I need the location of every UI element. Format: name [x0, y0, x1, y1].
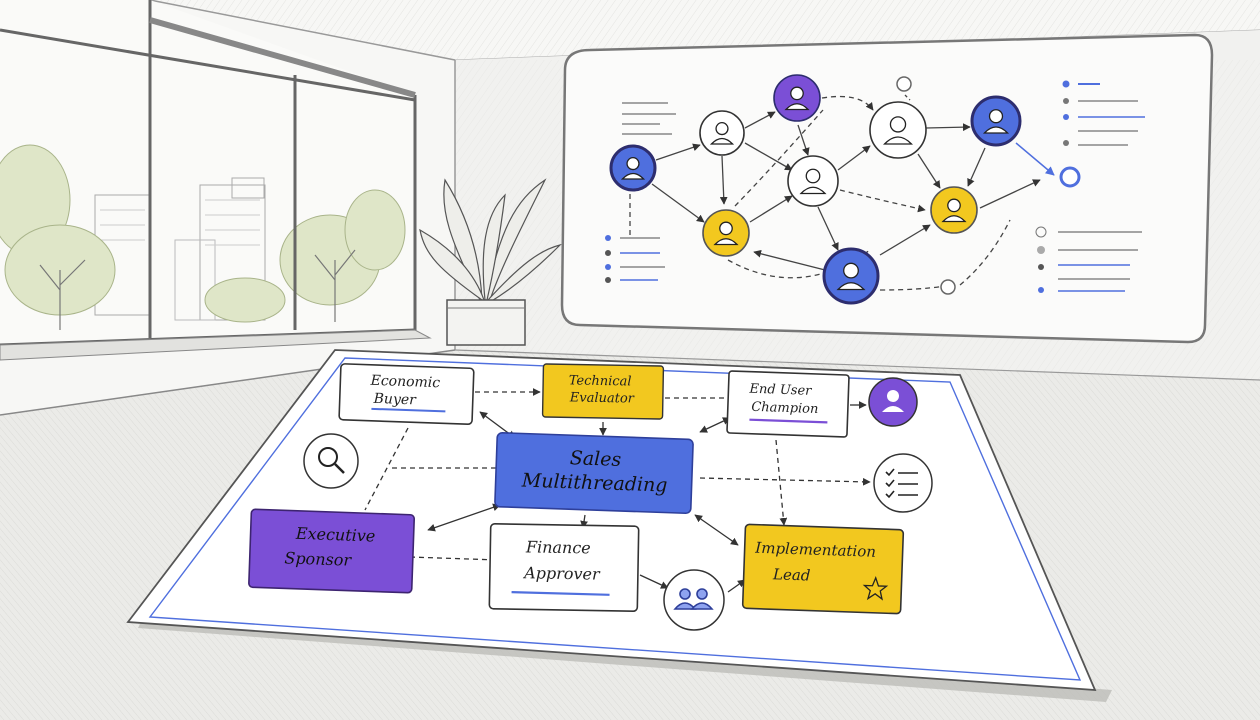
- network-edges: [629, 94, 1041, 291]
- node-technical-evaluator: Technical Evaluator: [541, 363, 665, 420]
- node-end-user-champion: End User Champion: [726, 370, 850, 438]
- person-blue-b-icon: [822, 247, 880, 305]
- economic-buyer-line2: Buyer: [372, 391, 417, 409]
- node-finance-approver: Finance Approver: [488, 522, 640, 613]
- implementation-lead-line1: Implementation: [754, 539, 876, 561]
- implementation-lead-line2: Lead: [772, 565, 811, 584]
- node-economic-buyer: Economic Buyer: [338, 363, 475, 426]
- executive-sponsor-line1: Executive: [295, 524, 376, 546]
- star-icon: [862, 575, 889, 601]
- finance-approver-line2: Approver: [522, 563, 601, 583]
- search-icon: [303, 433, 359, 489]
- network-target-node: [1059, 166, 1081, 188]
- diagram-connectors: [364, 388, 871, 593]
- end-user-champion-line2: Champion: [751, 400, 819, 417]
- technical-evaluator-line2: Evaluator: [569, 390, 635, 406]
- finance-approver-line1: Finance: [525, 537, 591, 557]
- network-small-node: [896, 76, 912, 92]
- legend-right-bottom: [1035, 226, 1142, 293]
- end-user-champion-line1: End User: [748, 382, 812, 399]
- person-icon: [868, 377, 918, 427]
- legend-left-bottom: [605, 235, 665, 283]
- person-blue-a-icon: [609, 144, 657, 192]
- person-white-c-icon: [787, 155, 839, 207]
- network-small-node: [940, 279, 956, 295]
- technical-evaluator-line1: Technical: [569, 373, 632, 389]
- checklist-icon: [873, 453, 933, 513]
- person-yellow-b-icon: [930, 186, 978, 234]
- node-implementation-lead: Implementation Lead: [741, 523, 905, 615]
- person-white-a-icon: [699, 110, 745, 156]
- center-line2: Multithreading: [520, 469, 667, 496]
- node-executive-sponsor: Executive Sponsor: [248, 508, 416, 594]
- whiteboard: [560, 33, 1214, 344]
- window: [0, 0, 432, 361]
- person-yellow-a-icon: [702, 209, 750, 257]
- legend-right-top: [1062, 80, 1145, 146]
- person-purple-icon: [773, 74, 821, 122]
- executive-sponsor-line2: Sponsor: [284, 548, 353, 569]
- network-people: [609, 74, 1022, 305]
- person-white-b-icon: [869, 101, 927, 159]
- economic-buyer-line1: Economic: [369, 373, 440, 391]
- network-blue-arrow: [1015, 142, 1055, 176]
- group-icon: [663, 569, 725, 631]
- center-line1: Sales: [569, 447, 621, 471]
- potted-plant: [419, 178, 562, 346]
- person-blue-c-icon: [970, 95, 1022, 147]
- node-sales-multithreading: Sales Multithreading: [494, 432, 694, 515]
